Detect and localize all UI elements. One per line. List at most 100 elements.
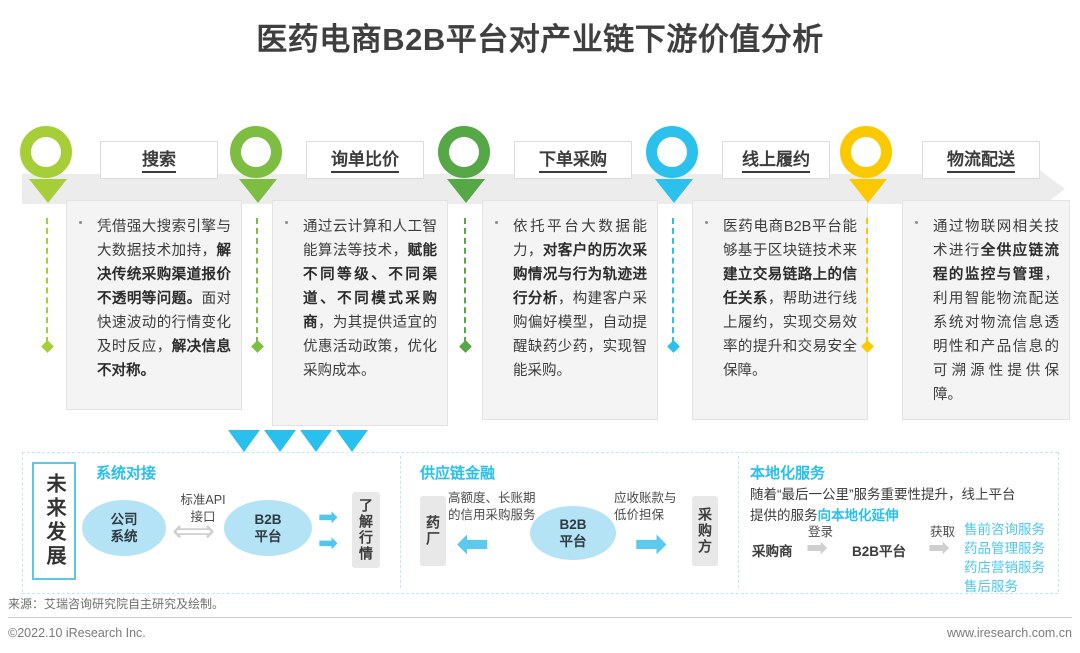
block-heading-system-integration: 系统对接 xyxy=(96,465,157,482)
stage-pin-5[interactable] xyxy=(840,126,896,203)
stage-label-1[interactable]: 搜索 xyxy=(100,141,218,179)
node-b2b-platform-1: B2B 平台 xyxy=(224,500,312,556)
box-pharma-factory-label: 药厂 xyxy=(425,515,441,547)
stage-card-text-4: 医药电商B2B平台能够基于区块链技术来建立交易链路上的信任关系，帮助进行线上履约… xyxy=(723,219,857,379)
stage-card-1: 凭借强大搜索引擎与大数据技术加持，解决传统采购渠道报价不透明等问题。面对快速波动… xyxy=(66,200,242,410)
future-development-box: 未来发展 xyxy=(32,462,76,580)
stage-label-4[interactable]: 线上履约 xyxy=(722,141,830,179)
flow-label-obtain: 获取 xyxy=(930,525,956,539)
stage-label-text-4: 线上履约 xyxy=(742,150,810,173)
stage-card-text-5: 通过物联网相关技术进行全供应链流程的监控与管理，利用智能物流配送系统对物流信息透… xyxy=(933,219,1060,403)
flow-node-purchaser: 采购商 xyxy=(752,544,793,559)
page-title: 医药电商B2B平台对产业链下游价值分析 xyxy=(256,22,824,57)
arrow-right-icon-2: ➡ xyxy=(318,530,339,557)
stage-pin-ring-icon xyxy=(230,126,282,178)
website-url: www.iresearch.com.cn xyxy=(946,626,1072,640)
stage-pin-2[interactable] xyxy=(230,126,286,203)
cyan-triangle-2 xyxy=(264,430,296,452)
stage-pin-triangle-icon xyxy=(655,179,693,203)
stage-dropline-5 xyxy=(866,218,870,343)
cyan-triangle-4 xyxy=(336,430,368,452)
service-item-2: 药店营销服务 xyxy=(964,560,1045,575)
box-pharma-factory: 药厂 xyxy=(420,496,446,566)
stage-card-text-3: 依托平台大数据能力，对客户的历次采购情况与行为轨迹进行分析，构建客户采购偏好模型… xyxy=(513,219,647,379)
stage-card-3: 依托平台大数据能力，对客户的历次采购情况与行为轨迹进行分析，构建客户采购偏好模型… xyxy=(482,200,658,420)
localized-desc-accent: 向本地化延伸 xyxy=(817,508,899,523)
arrow-left-icon-big: ⬅ xyxy=(456,522,490,566)
stage-dropline-2 xyxy=(256,218,260,343)
stage-pin-triangle-icon xyxy=(849,179,887,203)
bullet-icon xyxy=(495,221,498,224)
stage-pin-triangle-icon xyxy=(29,179,67,203)
stage-dropline-diamond-2 xyxy=(251,340,264,353)
localized-desc-line1: 随着“最后一公里”服务重要性提升，线上平台 xyxy=(750,487,1016,502)
localized-service-list: 售前咨询服务 药品管理服务 药店营销服务 售后服务 xyxy=(964,520,1045,596)
stage-pin-ring-icon xyxy=(438,126,490,178)
stage-card-2: 通过云计算和人工智能算法等技术，赋能不同等级、不同渠道、不同模式采购商，为其提供… xyxy=(272,200,448,426)
footer-divider xyxy=(8,617,1072,618)
copyright-text: ©2022.10 iResearch Inc. xyxy=(8,626,146,640)
label-receivables-guarantee: 应收账款与 低价担保 xyxy=(614,491,677,522)
label-credit-purchase-service: 高额度、长账期 的信用采购服务 xyxy=(448,491,536,522)
box-understand-market-label: 了解行情 xyxy=(358,498,374,562)
node-b2b-platform-1-label: B2B 平台 xyxy=(254,512,282,544)
stage-label-3[interactable]: 下单采购 xyxy=(514,141,632,179)
stage-dropline-diamond-1 xyxy=(41,340,54,353)
stage-pin-triangle-icon xyxy=(447,179,485,203)
flow-arrow-icon-1: ➡ xyxy=(806,532,828,562)
localized-service-description: 随着“最后一公里”服务重要性提升，线上平台 提供的服务向本地化延伸 xyxy=(750,484,1060,526)
stage-pin-1[interactable] xyxy=(20,126,76,203)
stage-pin-triangle-icon xyxy=(239,179,277,203)
stage-card-text-2: 通过云计算和人工智能算法等技术，赋能不同等级、不同渠道、不同模式采购商，为其提供… xyxy=(303,219,437,379)
stage-label-text-5: 物流配送 xyxy=(947,150,1015,173)
bullet-icon xyxy=(285,221,288,224)
stage-pin-ring-icon xyxy=(840,126,892,178)
source-note: 来源：艾瑞咨询研究院自主研究及绘制。 xyxy=(8,597,225,611)
node-b2b-platform-2: B2B 平台 xyxy=(530,506,616,560)
future-panel-right-edge xyxy=(1058,452,1060,592)
flow-node-b2b-platform: B2B平台 xyxy=(852,544,907,559)
box-understand-market: 了解行情 xyxy=(352,492,380,568)
future-panel-divider-2 xyxy=(738,456,740,588)
future-development-label: 未来发展 xyxy=(43,473,65,569)
node-b2b-platform-2-label: B2B 平台 xyxy=(559,517,587,549)
stage-label-text-2: 询单比价 xyxy=(331,150,399,173)
cyan-triangle-3 xyxy=(300,430,332,452)
label-standard-api: 标准API 接口 xyxy=(180,493,226,524)
stage-dropline-diamond-4 xyxy=(667,340,680,353)
stage-card-5: 通过物联网相关技术进行全供应链流程的监控与管理，利用智能物流配送系统对物流信息透… xyxy=(902,200,1070,420)
service-item-0: 售前咨询服务 xyxy=(964,522,1045,537)
arrow-right-icon-big: ➡ xyxy=(634,522,668,566)
stage-label-text-3: 下单采购 xyxy=(539,150,607,173)
future-panel-left-edge xyxy=(22,452,24,592)
bullet-icon xyxy=(705,221,708,224)
arrow-right-icon-1: ➡ xyxy=(318,504,339,531)
box-purchaser-label: 采购方 xyxy=(697,507,713,555)
stage-label-2[interactable]: 询单比价 xyxy=(306,141,424,179)
stage-label-5[interactable]: 物流配送 xyxy=(922,141,1040,179)
stage-dropline-diamond-3 xyxy=(459,340,472,353)
node-company-system-label: 公司 系统 xyxy=(110,512,138,544)
block-heading-supply-chain-finance: 供应链金融 xyxy=(420,465,496,482)
localized-desc-line2: 提供的服务 xyxy=(750,508,818,523)
stage-pin-ring-icon xyxy=(20,126,72,178)
stage-card-4: 医药电商B2B平台能够基于区块链技术来建立交易链路上的信任关系，帮助进行线上履约… xyxy=(692,200,868,420)
bullet-icon xyxy=(915,221,918,224)
stage-dropline-4 xyxy=(672,218,676,343)
stage-pin-4[interactable] xyxy=(646,126,702,203)
box-purchaser: 采购方 xyxy=(692,496,718,566)
node-company-system: 公司 系统 xyxy=(82,500,166,556)
stage-dropline-3 xyxy=(464,218,468,343)
stage-pin-3[interactable] xyxy=(438,126,494,203)
flow-label-login: 登录 xyxy=(808,525,834,539)
service-item-3: 售后服务 xyxy=(964,579,1018,594)
bidirectional-arrow-icon: ⟺ xyxy=(172,515,216,548)
stage-card-text-1: 凭借强大搜索引擎与大数据技术加持，解决传统采购渠道报价不透明等问题。面对快速波动… xyxy=(97,219,231,379)
block-heading-localized-service: 本地化服务 xyxy=(750,465,826,482)
service-item-1: 药品管理服务 xyxy=(964,541,1045,556)
stage-label-text-1: 搜索 xyxy=(142,150,176,173)
future-panel-divider-1 xyxy=(400,456,402,588)
cyan-triangle-1 xyxy=(228,430,260,452)
bullet-icon xyxy=(79,221,82,224)
flow-arrow-icon-2: ➡ xyxy=(928,532,950,562)
